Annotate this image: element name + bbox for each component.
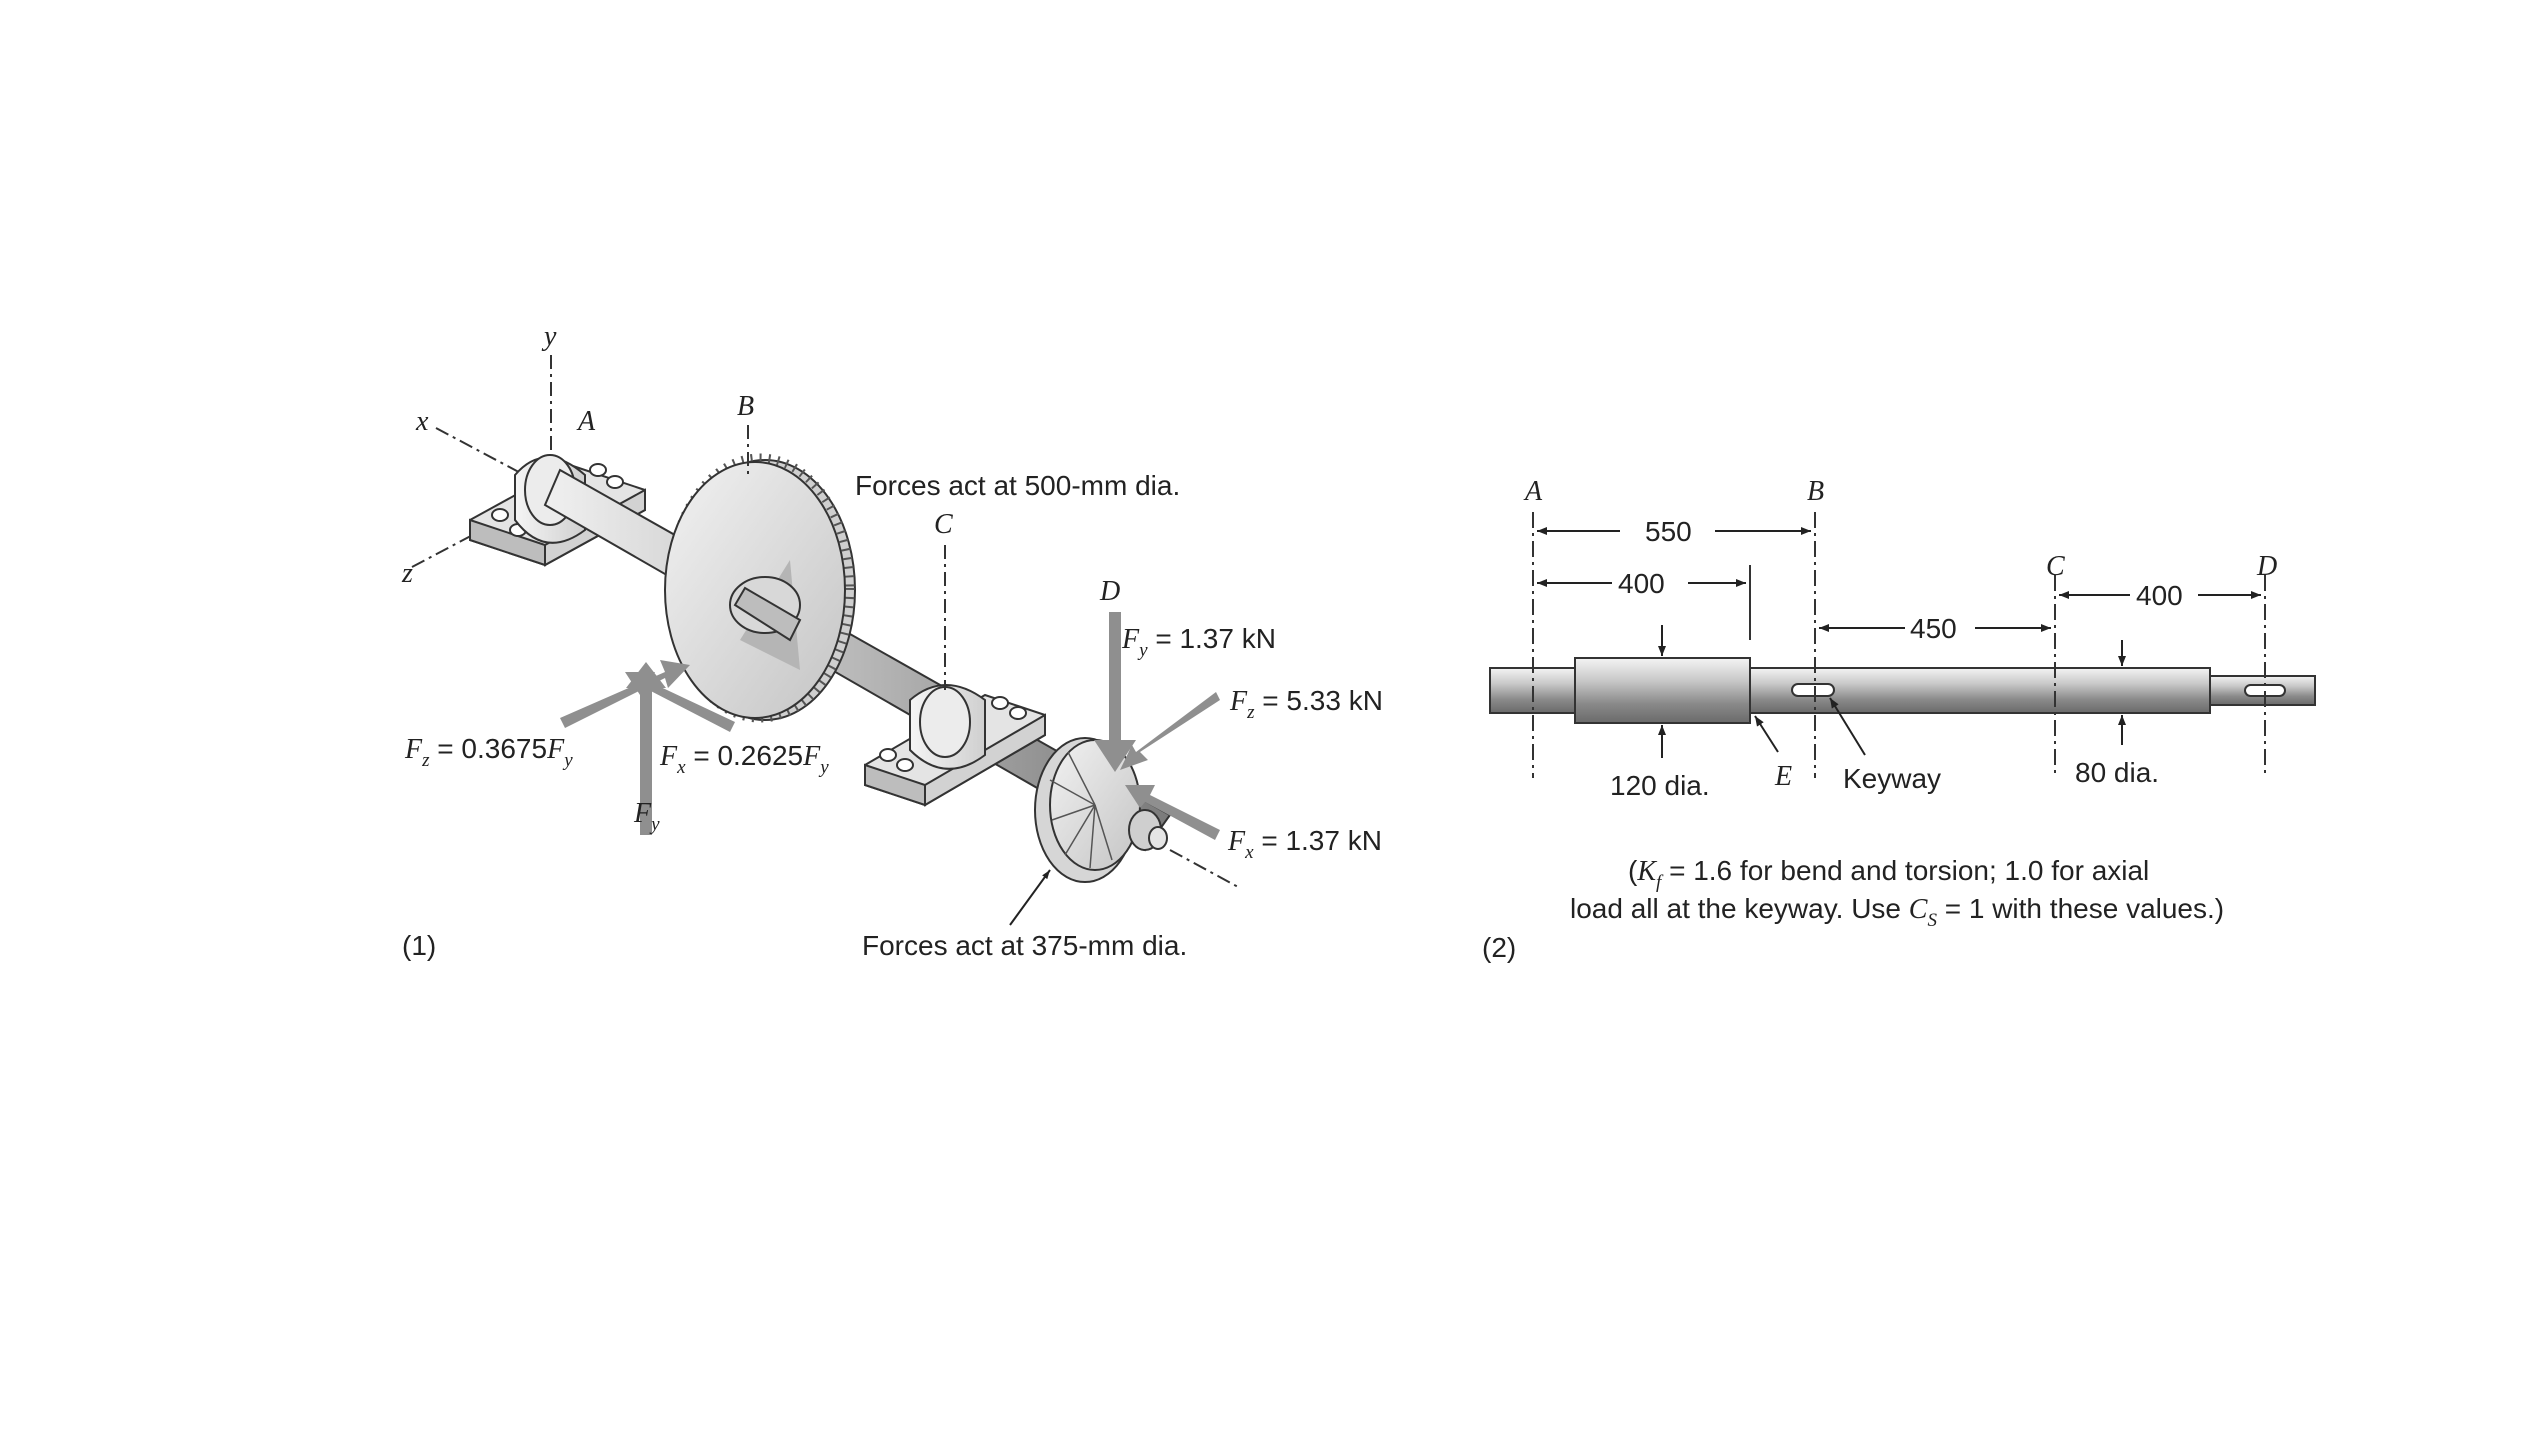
shaft-side [1489,657,2316,724]
force-label-fy-left: Fy [633,798,660,835]
axis-x-label: x [415,406,429,437]
panel-label-1: (1) [402,930,436,961]
svg-text:Fy: Fy [633,798,660,835]
note-375mm: Forces act at 375-mm dia. [862,930,1187,961]
force-label-fx-left: Fx = 0.2625Fy [659,740,829,778]
axis-z-label: z [401,558,413,589]
figure-1-isometric: y x z [401,321,1383,961]
point-a-side: A [1523,476,1543,507]
note-kf-cs: (Kf = 1.6 for bend and torsion; 1.0 for … [1570,855,2224,931]
axis-y-label: y [541,321,557,352]
svg-text:Fx = 1.37 kN: Fx = 1.37 kN [1227,825,1382,863]
dia-120-text: 120 dia. [1610,770,1710,801]
point-d-side: D [2256,551,2277,582]
svg-text:Fz = 5.33 kN: Fz = 5.33 kN [1229,685,1383,723]
keyway-label: Keyway [1843,763,1941,794]
leader-375mm [1009,869,1051,926]
figure-2-side-view: A B C D E 550 400 450 400 [1482,476,2316,963]
station-lines-side [1532,512,2266,778]
svg-text:Fy = 1.37 kN: Fy = 1.37 kN [1121,623,1276,661]
force-arrows-b [560,660,735,835]
force-label-fx-right: Fx = 1.37 kN [1227,825,1382,863]
gear-b [664,453,856,723]
leaders-side [1754,697,1866,756]
svg-text:Fz = 0.3675Fy: Fz = 0.3675Fy [404,733,573,771]
svg-text:Fx = 0.2625Fy: Fx = 0.2625Fy [659,740,829,778]
force-label-fz-left: Fz = 0.3675Fy [404,733,573,771]
dim-450-text: 450 [1910,613,1957,644]
point-b-3d: B [737,391,754,422]
force-label-fz-right: Fz = 5.33 kN [1229,685,1383,723]
svg-text:(Kf = 1.6 for bend and torsion: (Kf = 1.6 for bend and torsion; 1.0 for … [1628,855,2149,893]
dia-80-text: 80 dia. [2075,757,2159,788]
point-c-3d: C [934,509,953,540]
dim-400-cd-text: 400 [2136,580,2183,611]
dim-550-text: 550 [1645,516,1692,547]
bearing-c [864,684,1046,807]
dim-400-a-text: 400 [1618,568,1665,599]
centerline-d [1169,849,1241,889]
keyway-e-slot [1791,683,1835,697]
force-arrows-d [1094,612,1220,840]
svg-text:load all at the keyway. Use CS: load all at the keyway. Use CS = 1 with … [1570,893,2224,931]
point-e-side: E [1774,761,1792,792]
force-label-fy-right: Fy = 1.37 kN [1121,623,1276,661]
point-c-side: C [2046,551,2065,582]
station-markers-3d [747,425,946,690]
point-b-side: B [1807,476,1824,507]
point-d-3d: D [1099,576,1120,607]
bevel-gear-d [1034,737,1168,883]
point-a-3d: A [576,406,596,437]
panel-label-2: (2) [1482,932,1516,963]
note-500mm: Forces act at 500-mm dia. [855,470,1180,501]
